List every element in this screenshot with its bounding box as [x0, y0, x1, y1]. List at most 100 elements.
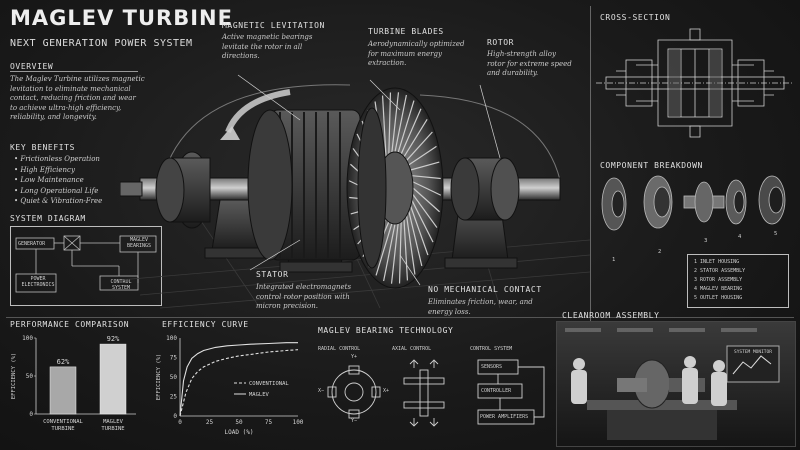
generator-label: GENERATOR	[18, 241, 46, 247]
turbine-blade	[412, 181, 442, 196]
components-exploded-view	[601, 175, 786, 231]
x-tick-label: 100	[293, 419, 304, 426]
sensors-label: SENSORS	[481, 364, 503, 370]
y-axis-label: EFFICIENCY (%)	[156, 354, 162, 400]
legend-item: 4 MAGLEV BEARING	[694, 286, 743, 292]
no-contact-callout-title: NO MECHANICAL CONTACT	[428, 285, 542, 294]
turbine-blade	[412, 187, 440, 213]
turbine-blade	[403, 119, 428, 158]
system-diagram-lines	[15, 235, 157, 293]
no-contact-callout-text: Eliminates friction, wear, and energy lo…	[428, 298, 533, 316]
turbine-blade	[381, 95, 387, 157]
system-diagram-heading: SYSTEM DIAGRAM	[10, 214, 86, 223]
right-divider	[590, 6, 591, 321]
y-axis-label: EFFICIENCY (%)	[11, 353, 17, 399]
cross-section-drawing	[596, 28, 794, 138]
x-minus-label: X−	[318, 388, 325, 394]
page-title: MAGLEV TURBINE	[10, 6, 233, 30]
component-number: 5	[774, 231, 778, 237]
overview-heading: OVERVIEW	[10, 62, 54, 71]
turbine-blade	[391, 92, 400, 153]
turbine-illustration	[120, 74, 590, 309]
turbine-blade	[408, 145, 437, 166]
turbine-blade	[412, 193, 438, 228]
turbine-blade	[394, 94, 407, 153]
turbine-blade	[410, 205, 429, 256]
component-number: 2	[658, 249, 662, 255]
category-label: MAGLEV	[103, 419, 124, 425]
component-number: 4	[738, 234, 742, 240]
cleanroom-scene	[565, 328, 780, 440]
controller-label: CONTROLLER	[481, 388, 512, 394]
overview-text: The Maglev Turbine utilizes magnetic lev…	[10, 75, 145, 121]
legend-label: CONVENTIONAL	[249, 381, 289, 387]
control-system-label: CONTROL SYSTEM	[110, 279, 132, 291]
y-tick-label: 25	[170, 394, 178, 401]
turbine-blade	[406, 131, 433, 161]
blades-callout-title: TURBINE BLADES	[368, 27, 444, 36]
turbine-blade	[410, 161, 440, 171]
bar-value-label: 62%	[57, 358, 70, 366]
stator-callout-title: STATOR	[256, 270, 289, 279]
y-tick-label: 100	[166, 335, 177, 342]
category-label: TURBINE	[51, 426, 74, 432]
levitation-callout-text: Active magnetic bearings levitate the ro…	[222, 33, 313, 60]
blades-callout-text: Aerodynamically optimized for maximum en…	[368, 40, 465, 67]
y-tick-label: 50	[26, 373, 34, 380]
power-electronics-label: POWER ELECTRONICS	[21, 276, 55, 288]
turbine-blade	[390, 223, 399, 284]
turbine-blade	[411, 200, 434, 243]
control-system-tech-label: CONTROL SYSTEM	[470, 346, 513, 352]
turbine-blade	[408, 211, 423, 267]
rotor-callout-text: High-strength alloy rotor for extreme sp…	[487, 50, 572, 77]
benefit-item: • Quiet & Vibration-Free	[14, 197, 103, 205]
overview-divider	[10, 71, 138, 72]
y-tick-label: 0	[29, 411, 33, 418]
radial-control-label: RADIAL CONTROL	[318, 346, 361, 352]
legend-item: 5 OUTLET HOUSING	[694, 295, 743, 301]
legend-label: MAGLEV	[249, 392, 270, 398]
turbine-blade	[411, 175, 441, 180]
turbine-blade	[383, 223, 396, 282]
legend-item: 3 ROTOR ASSEMBLY	[694, 277, 743, 283]
x-tick-label: 75	[265, 419, 273, 426]
legend-item: 2 STATOR ASSEMBLY	[694, 268, 746, 274]
power-amplifiers-label: POWER AMPLIFIERS	[480, 414, 529, 420]
turbine-blade	[400, 108, 422, 155]
bar	[99, 343, 127, 415]
components-heading: COMPONENT BREAKDOWN	[600, 161, 703, 170]
legend-item: 1 INLET HOUSING	[694, 259, 740, 265]
system-diagram-frame	[10, 226, 162, 306]
benefit-item: • Low Maintenance	[14, 176, 84, 184]
bar	[49, 366, 77, 415]
rotor-callout-title: ROTOR	[487, 38, 515, 47]
benefit-item: • Frictionless Operation	[14, 155, 100, 163]
components-legend: 1 INLET HOUSING 2 STATOR ASSEMBLY 3 ROTO…	[687, 254, 789, 308]
cross-section-heading: CROSS-SECTION	[600, 13, 671, 22]
turbine-blade	[398, 221, 402, 284]
component-number: 3	[704, 238, 708, 244]
benefit-item: • Long Operational Life	[14, 186, 99, 195]
stator-callout-text: Integrated electromagnets control rotor …	[256, 283, 352, 310]
category-label: CONVENTIONAL	[43, 419, 83, 425]
y-tick-label: 0	[173, 413, 177, 420]
series-line	[179, 342, 298, 417]
benefits-heading: KEY BENEFITS	[10, 143, 75, 152]
turbine-blade	[397, 100, 415, 153]
x-axis-label: LOAD (%)	[225, 429, 254, 436]
y-tick-label: 75	[170, 355, 178, 362]
bar-value-label: 92%	[107, 335, 120, 343]
x-tick-label: 25	[206, 419, 214, 426]
component-number: 1	[612, 257, 616, 263]
turbine-blade	[375, 223, 393, 276]
bottom-divider	[6, 317, 794, 318]
cleanroom-heading: CLEANROOM ASSEMBLY	[562, 311, 660, 320]
performance-heading: PERFORMANCE COMPARISON	[10, 320, 130, 329]
benefit-item: • High Efficiency	[14, 165, 75, 174]
x-plus-label: X+	[383, 388, 390, 394]
system-monitor-label: SYSTEM MONITOR	[734, 350, 772, 355]
levitation-callout-title: MAGNETIC LEVITATION	[222, 21, 325, 30]
